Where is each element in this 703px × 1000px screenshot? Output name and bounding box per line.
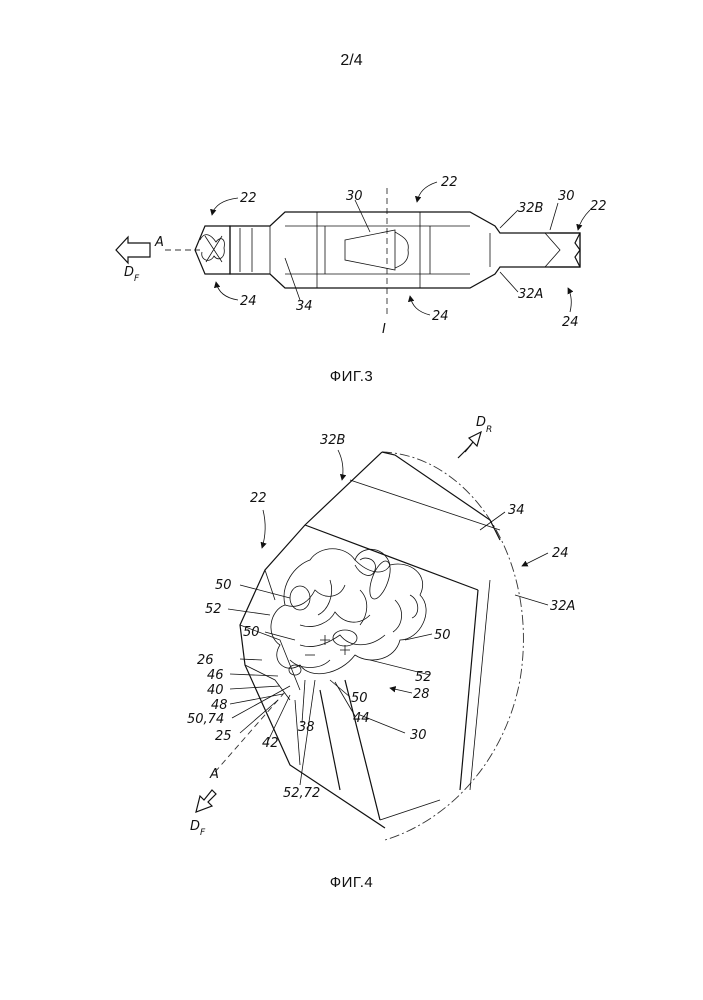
chipbreaker-bump-2 <box>366 558 395 601</box>
chipbreaker-bump-1 <box>355 558 375 575</box>
fig4-feed-direction-arrow <box>196 790 216 812</box>
fig3-label-axis-a: A <box>154 235 164 250</box>
fig4-label-22: 22 <box>250 491 267 506</box>
right-insert-edge <box>545 233 560 267</box>
fig4-label-52-a: 52 <box>205 602 222 617</box>
fig4-label-38: 38 <box>298 720 315 735</box>
fig4-label-25: 25 <box>215 729 232 744</box>
left-insert-chipbreaker-detail <box>205 236 222 262</box>
fig3-label-df: D <box>124 265 134 280</box>
chipbreaker-outer <box>271 549 426 674</box>
fig3-label-34: 34 <box>296 299 313 314</box>
fig4-label-42: 42 <box>262 736 279 751</box>
fig4-label-34: 34 <box>508 503 525 518</box>
fig4-body-outline <box>240 452 385 828</box>
fig4-label-44: 44 <box>353 711 370 726</box>
fig3-label-axis-i: I <box>382 322 386 337</box>
body-outline <box>230 212 580 288</box>
fig4-label-df-sub: F <box>200 828 206 838</box>
fig4-label-30: 30 <box>410 728 427 743</box>
fig3-labels: 22 22 22 30 30 32B 32A 24 24 24 34 I A D… <box>124 175 607 337</box>
fig4-label-52-b: 52 <box>415 670 432 685</box>
fig4-label-24: 24 <box>552 546 569 561</box>
fig4-label-46: 46 <box>207 668 224 683</box>
fig3-label-24-center: 24 <box>432 309 449 324</box>
fig3-label-22-left: 22 <box>240 191 257 206</box>
fig4-label-48: 48 <box>211 698 228 713</box>
center-insert-chipbreaker <box>395 232 408 268</box>
fig4-label-26: 26 <box>197 653 214 668</box>
fig4-label-32b: 32B <box>320 433 346 448</box>
fig4-label-dr: D <box>476 415 486 430</box>
fig3-label-df-sub: F <box>134 274 140 284</box>
fig4-label-df: D <box>190 819 200 834</box>
fig4-label-50-a: 50 <box>215 578 232 593</box>
fig4-label-50-d: 50 <box>351 691 368 706</box>
detail-boundary <box>382 452 523 840</box>
fig4-caption: ФИГ.4 <box>0 874 703 891</box>
fig4-label-32a: 32A <box>550 599 575 614</box>
fig4-label-52-72: 52,72 <box>283 786 320 801</box>
fig3-label-32a: 32A <box>518 287 543 302</box>
left-insert-outline <box>195 226 230 274</box>
fig4-label-50-c: 50 <box>434 628 451 643</box>
fig4-label-40: 40 <box>207 683 224 698</box>
fig4-label-28: 28 <box>413 687 430 702</box>
fig3-label-30-right: 30 <box>558 189 575 204</box>
top-face-edge <box>305 525 478 590</box>
fig3-label-30-center: 30 <box>346 189 363 204</box>
fig4-label-50-b: 50 <box>243 625 260 640</box>
fig3-label-22-center: 22 <box>441 175 458 190</box>
fig3-label-24-right: 24 <box>562 315 579 330</box>
fig4-label-axis-a: A <box>209 767 219 782</box>
fig3-caption: ФИГ.3 <box>0 368 703 385</box>
fig4-labels: 32B D R 22 34 24 32A 50 52 50 50 26 46 4… <box>187 415 575 838</box>
feed-direction-arrow <box>116 237 150 263</box>
fig4-label-dr-sub: R <box>486 425 492 435</box>
fig4-label-50-74: 50,74 <box>187 712 224 727</box>
center-pocket <box>345 230 395 270</box>
fig3-label-22-right: 22 <box>590 199 607 214</box>
fig3-label-24-left: 24 <box>240 294 257 309</box>
fig3-label-32b: 32B <box>518 201 544 216</box>
